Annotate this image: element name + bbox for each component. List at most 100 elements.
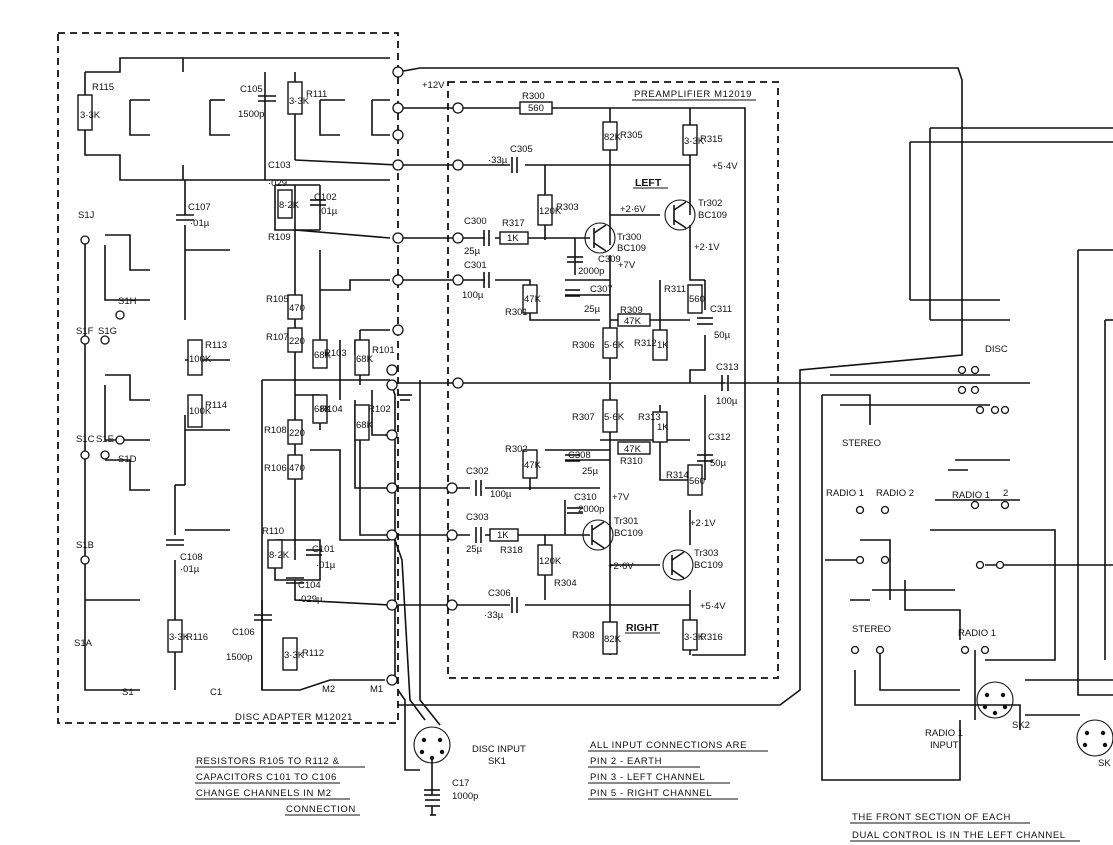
label-c106: C106 — [232, 627, 255, 638]
label-c310: C310 — [574, 492, 597, 503]
label-c107: C107 — [188, 202, 211, 213]
value-c104: ·029µ — [298, 594, 323, 605]
label-s1g: S1G — [98, 326, 117, 337]
value-r302: 47K — [524, 460, 542, 471]
value-c108: ·01µ — [180, 564, 200, 575]
resistor-bodies — [77, 81, 703, 671]
label-c307: C307 — [590, 284, 613, 295]
label-m1: M1 — [370, 684, 383, 695]
label-disc: DISC — [985, 344, 1008, 355]
label-7v-bot: +7V — [612, 492, 630, 503]
value-r306: 5·6K — [604, 340, 625, 351]
label-r311: R311 — [664, 284, 686, 295]
label-r110: R110 — [262, 526, 284, 537]
note-mid-2: PIN 2 - EARTH — [590, 756, 662, 767]
note-left-4: CONNECTION — [286, 804, 356, 815]
label-radio2: RADIO 2 — [876, 488, 914, 499]
value-r303: 120K — [539, 206, 562, 217]
label-26v-bot: +2·6V — [608, 561, 634, 572]
label-r111: R111 — [306, 89, 327, 100]
label-s1: S1 — [122, 687, 134, 698]
value-r313: 1K — [657, 422, 669, 433]
type-tr303: BC109 — [694, 560, 723, 571]
value-c309: 2000p — [578, 266, 604, 277]
label-r303: R303 — [556, 202, 579, 213]
value-r307: 5·6K — [604, 412, 625, 423]
value-c303: 25µ — [466, 544, 483, 555]
preamp-wiring — [398, 107, 746, 656]
label-21v-bot: +2·1V — [690, 518, 716, 529]
label-m2: M2 — [322, 684, 335, 695]
label-input: INPUT — [930, 740, 959, 751]
terminal-nodes — [80, 66, 1010, 686]
value-c102: ·01µ — [318, 206, 338, 217]
label-s1f: S1F — [76, 326, 94, 337]
value-c313: 100µ — [716, 396, 738, 407]
value-c311: 50µ — [714, 330, 731, 341]
label-s1b: S1B — [76, 540, 94, 551]
label-7v-top: +7V — [618, 260, 636, 271]
label-sk: SK — [1098, 758, 1111, 769]
transistor-symbols — [582, 199, 696, 581]
label-sk2: SK2 — [1012, 720, 1030, 731]
label-54v-top: +5·4V — [712, 161, 738, 172]
label-r103: R103 — [324, 348, 347, 359]
value-r101: 68K — [356, 354, 374, 365]
label-r105: R105 — [266, 294, 289, 305]
note-mid-1: ALL INPUT CONNECTIONS ARE — [590, 740, 747, 751]
value-r104: 68K — [314, 404, 332, 415]
label-r314: R314 — [666, 470, 689, 481]
label-preamplifier: PREAMPLIFIER M12019 — [634, 89, 752, 100]
label-s1a: S1A — [74, 638, 93, 649]
type-tr302: BC109 — [698, 210, 727, 221]
label-54v-bot: +5·4V — [700, 601, 726, 612]
label-tr300: Tr300 — [617, 232, 641, 243]
label-tr303: Tr303 — [694, 548, 718, 559]
value-r103: 68K — [314, 350, 332, 361]
label-c302: C302 — [466, 466, 489, 477]
value-r310: 47K — [624, 444, 642, 455]
label-r113: R113 — [205, 340, 227, 351]
label-r315: R315 — [700, 134, 723, 145]
label-c308: C308 — [568, 450, 591, 461]
note-right-2: DUAL CONTROL IS IN THE LEFT CHANNEL — [852, 830, 1066, 841]
value-c306: ·33µ — [484, 610, 504, 621]
label-c104: C104 — [298, 580, 321, 591]
value-r316: 3·3K — [684, 632, 705, 643]
value-c305: ·33µ — [488, 155, 508, 166]
label-r309: R309 — [620, 305, 643, 316]
value-c103: ·029 — [268, 178, 287, 189]
label-r114: R114 — [205, 400, 227, 411]
value-r109: 8·2K — [279, 200, 300, 211]
label-r318: R318 — [500, 545, 523, 556]
value-r111: 3·3K — [289, 96, 310, 107]
value-r112: 3·3K — [284, 650, 305, 661]
capacitor-symbols — [166, 95, 729, 796]
label-r302: R302 — [505, 444, 528, 455]
value-r116: 3·3K — [169, 632, 190, 643]
label-c311: C311 — [710, 304, 732, 315]
disc-adapter-wiring — [84, 57, 399, 691]
label-c101: C101 — [312, 544, 335, 555]
value-r115: 3·3K — [80, 110, 101, 121]
label-c1: C1 — [210, 687, 222, 698]
label-stereo-top: STEREO — [842, 438, 881, 449]
value-c312: 50µ — [710, 458, 727, 469]
switch-panel-wiring — [821, 299, 1113, 781]
label-r102: R102 — [368, 404, 391, 415]
value-r311: 560 — [689, 294, 705, 305]
label-r301: R301 — [505, 307, 528, 318]
label-s1h: S1H — [118, 296, 137, 307]
value-r315: 3·3K — [684, 136, 705, 147]
value-r105: 470 — [289, 303, 305, 314]
label-s1e: S1E — [96, 434, 114, 445]
label-r108: R108 — [264, 425, 287, 436]
value-c101: ·01µ — [316, 560, 336, 571]
type-tr300: BC109 — [617, 243, 646, 254]
label-s1c: S1C — [76, 434, 95, 445]
label-r304: R304 — [554, 578, 577, 589]
label-r307: R307 — [572, 412, 595, 423]
value-r308: 82K — [604, 634, 622, 645]
disc-adapter-boundary — [57, 32, 399, 724]
value-c301: 100µ — [462, 290, 484, 301]
